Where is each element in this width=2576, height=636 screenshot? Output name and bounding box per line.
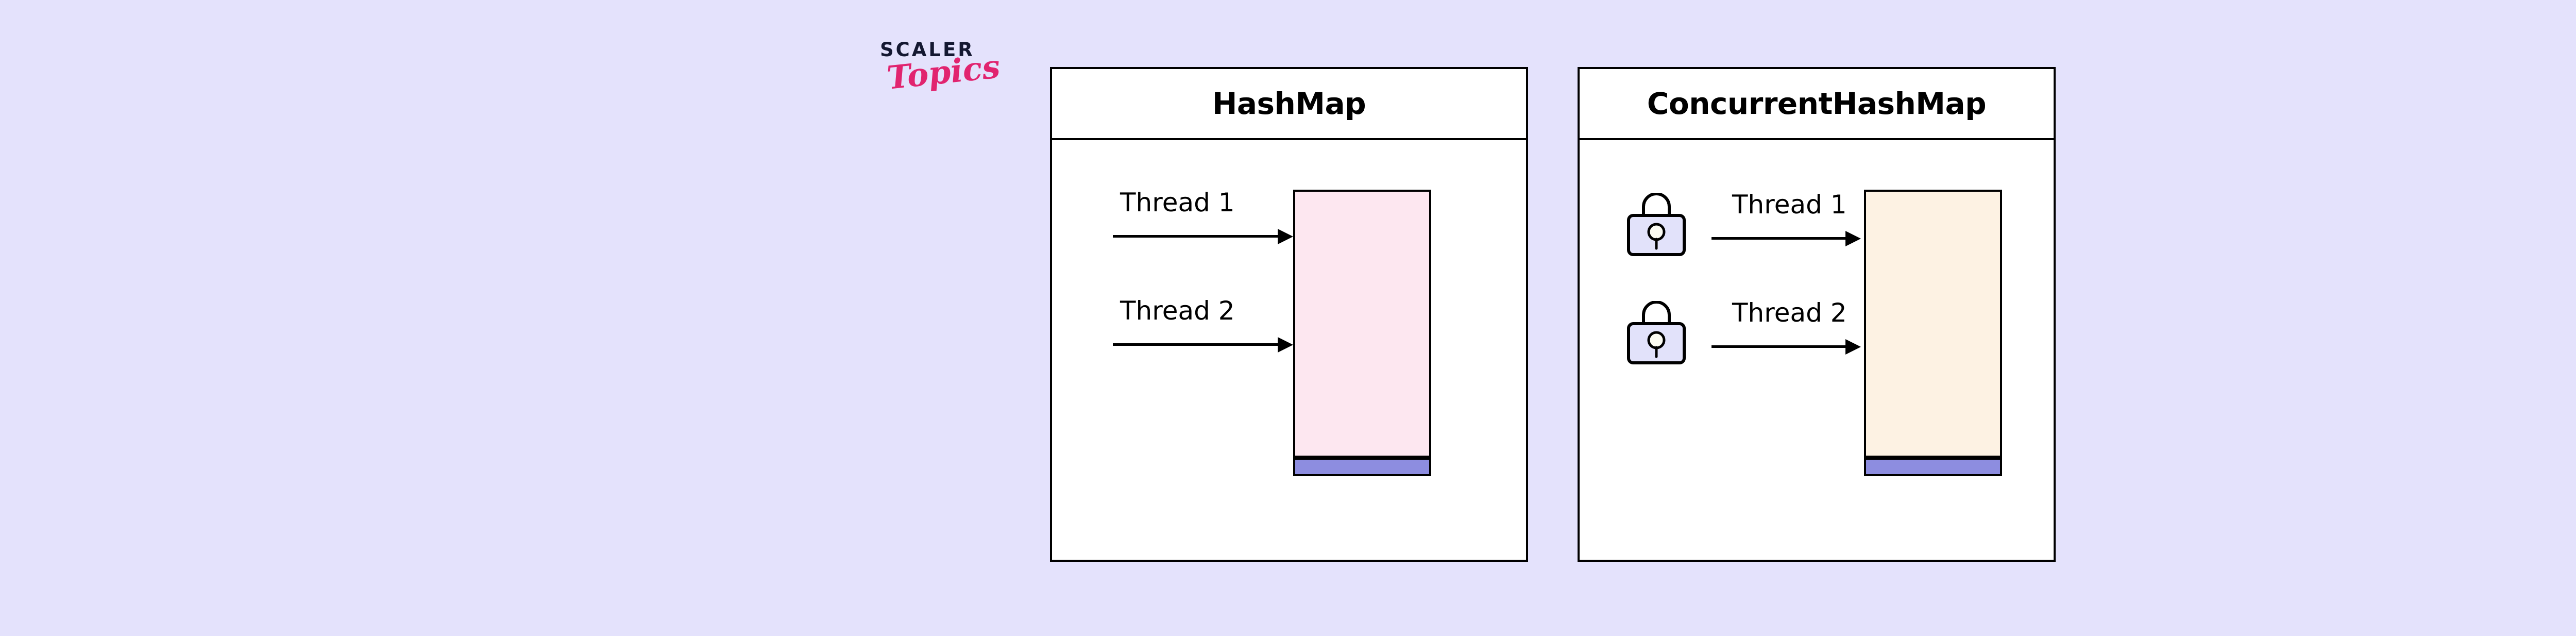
scaler-topics-logo: SCALER Topics xyxy=(880,40,1035,128)
panel-hashmap-title: HashMap xyxy=(1212,86,1366,121)
thread-label: Thread 2 xyxy=(1732,298,1847,328)
storage-box xyxy=(1293,190,1431,458)
thread-row-concurrent-1: Thread 1 xyxy=(1623,182,1866,256)
panel-hashmap: HashMap Thread 1 Thread 2 xyxy=(1050,67,1528,562)
thread-row-hashmap-1: Thread 1 xyxy=(1113,190,1298,262)
panel-concurrenthashmap-title: ConcurrentHashMap xyxy=(1647,86,1987,121)
panel-hashmap-header: HashMap xyxy=(1052,69,1526,140)
thread-label: Thread 1 xyxy=(1732,190,1847,220)
arrow-shaft xyxy=(1711,345,1846,348)
thread-label: Thread 2 xyxy=(1120,296,1235,326)
storage-lock-bar xyxy=(1293,458,1431,476)
storage-box xyxy=(1864,190,2002,458)
thread-arrow-icon xyxy=(1711,339,1866,355)
brand-wordmark: SCALER xyxy=(880,39,975,61)
arrow-shaft xyxy=(1113,343,1279,346)
concurrenthashmap-storage-column xyxy=(1864,190,2002,476)
panel-concurrenthashmap-header: ConcurrentHashMap xyxy=(1580,69,2054,140)
arrow-shaft xyxy=(1711,237,1846,240)
thread-arrow-icon xyxy=(1711,231,1866,246)
panel-concurrenthashmap: ConcurrentHashMap Thread 1 xyxy=(1578,67,2056,562)
thread-row-concurrent-2: Thread 2 xyxy=(1623,291,1866,364)
thread-arrow-icon xyxy=(1113,229,1293,244)
panel-concurrenthashmap-body: Thread 1 Thread 2 xyxy=(1580,140,2054,560)
arrow-head xyxy=(1278,337,1293,353)
arrow-head xyxy=(1278,229,1293,244)
storage-lock-bar xyxy=(1864,458,2002,476)
hashmap-storage-column xyxy=(1293,190,1431,476)
lock-icon xyxy=(1627,193,1686,256)
thread-row-hashmap-2: Thread 2 xyxy=(1113,298,1298,370)
arrow-shaft xyxy=(1113,235,1279,238)
arrow-head xyxy=(1845,231,1861,246)
thread-arrow-icon xyxy=(1113,337,1293,353)
panel-hashmap-body: Thread 1 Thread 2 xyxy=(1052,140,1526,560)
thread-label: Thread 1 xyxy=(1120,188,1235,217)
arrow-head xyxy=(1845,339,1861,355)
lock-icon xyxy=(1627,301,1686,364)
